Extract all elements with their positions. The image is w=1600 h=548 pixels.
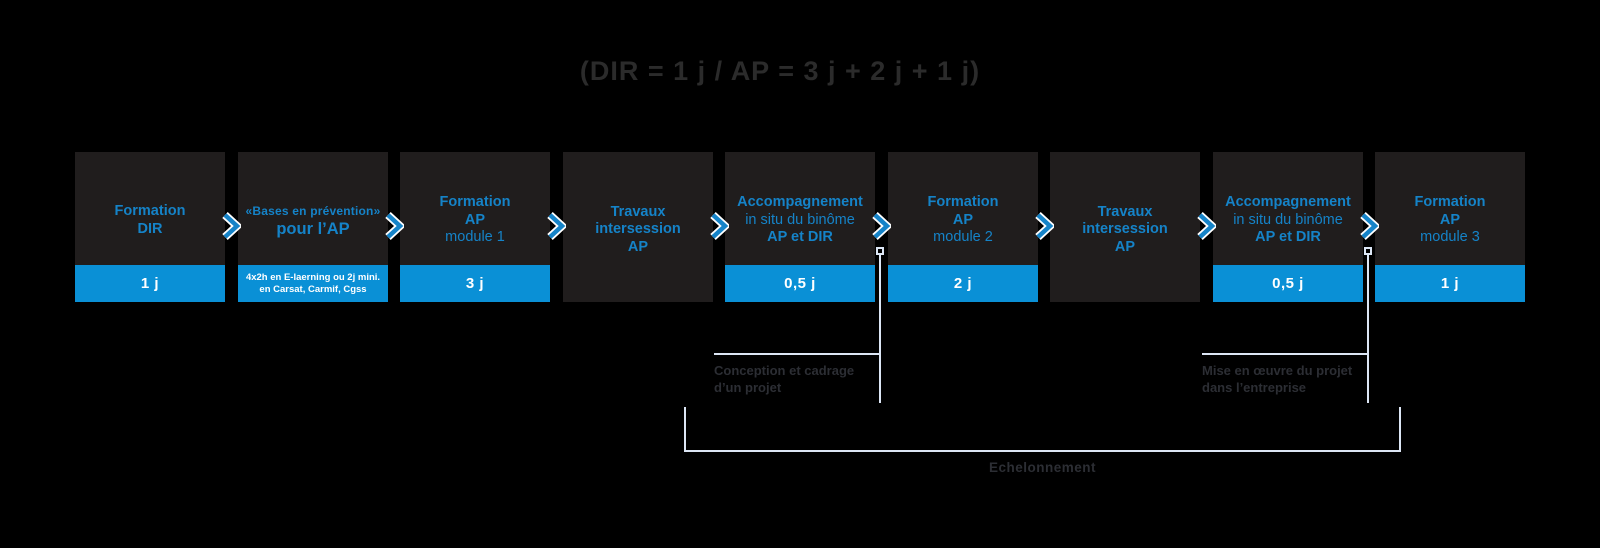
chevron-right-icon [546, 212, 566, 240]
step-title-line: AP et DIR [767, 229, 833, 246]
step-title-line: AP et DIR [1255, 229, 1321, 246]
step-title-line: pour l’AP [276, 219, 350, 238]
connector-square-marker [876, 247, 884, 255]
step-title-line: «Bases en prévention» [245, 204, 381, 218]
step-box-travaux-intersession-1: Travaux intersession AP [563, 152, 713, 302]
bracket-bottom-line [684, 450, 1401, 452]
step-title-line: AP [952, 211, 974, 228]
step-title-line: Travaux [1097, 203, 1153, 220]
step-title: Formation AP module 2 [888, 152, 1038, 265]
step-duration: 2 j [953, 275, 973, 292]
step-duration: 3 j [465, 275, 485, 292]
bracket-right-stub [1399, 407, 1401, 452]
step-title-line: Formation [114, 203, 186, 219]
step-box-travaux-intersession-2: Travaux intersession AP [1050, 152, 1200, 302]
connector-square-marker [1364, 247, 1372, 255]
step-box-bases-prevention: «Bases en prévention» pour l’AP 4x2h en … [238, 152, 388, 302]
step-title: Accompagnement in situ du binôme AP et D… [725, 152, 875, 265]
mise-en-oeuvre-annotation: Mise en œuvre du projet dans l’entrepris… [1202, 362, 1352, 396]
step-title-line: Travaux [610, 203, 666, 220]
step-duration-badge: 1 j [75, 265, 225, 302]
chevron-right-icon [221, 212, 241, 240]
chevron-right-icon [1196, 212, 1216, 240]
step-duration-badge: 1 j [1375, 265, 1525, 302]
step-title-line: AP [627, 238, 649, 255]
step-title-line: Formation [1414, 194, 1486, 211]
step-title: Accompagnement in situ du binôme AP et D… [1213, 152, 1363, 265]
step-title-line: DIR [137, 220, 163, 237]
echelonnement-label: Echelonnement [988, 460, 1097, 475]
step-title-line: in situ du binôme [745, 211, 855, 228]
step-title: Formation AP module 3 [1375, 152, 1525, 265]
step-title: Travaux intersession AP [1050, 152, 1200, 302]
step-title-line: Accompagnement [1225, 194, 1351, 211]
step-title-line: AP [1439, 211, 1461, 228]
conception-label-line [714, 353, 881, 355]
step-duration: 0,5 j [784, 275, 816, 292]
step-duration: 0,5 j [1272, 275, 1304, 292]
step-box-accompagnement-1: Accompagnement in situ du binôme AP et D… [725, 152, 875, 302]
chevron-right-icon [384, 212, 404, 240]
step-duration: 1 j [1440, 275, 1460, 292]
chevron-right-icon [1359, 212, 1379, 240]
step-box-formation-ap-module-3: Formation AP module 3 1 j [1375, 152, 1525, 302]
annotation-line: d’un projet [714, 380, 782, 395]
step-title: «Bases en prévention» pour l’AP [238, 152, 388, 265]
step-title: Travaux intersession AP [563, 152, 713, 302]
step-title: Formation DIR [75, 152, 225, 265]
mise-en-oeuvre-label-line [1202, 353, 1369, 355]
step-title-line: intersession [1082, 221, 1168, 238]
step-footnote-line: 4x2h en E-laerning ou 2j mini. [245, 271, 381, 283]
step-title-line: Formation [927, 194, 999, 211]
step-duration-badge: 0,5 j [1213, 265, 1363, 302]
step-title-line: Accompagnement [737, 194, 863, 211]
step-duration-badge: 2 j [888, 265, 1038, 302]
step-footnote-badge: 4x2h en E-laerning ou 2j mini. en Carsat… [238, 265, 388, 302]
step-footnote-line: en Carsat, Carmif, Cgss [259, 283, 367, 295]
step-title-line: in situ du binôme [1233, 211, 1343, 228]
step-box-formation-dir: Formation DIR 1 j [75, 152, 225, 302]
step-duration-badge: 3 j [400, 265, 550, 302]
chevron-right-icon [709, 212, 729, 240]
step-title-line: module 2 [933, 229, 993, 246]
step-title-line: AP [1114, 238, 1136, 255]
step-title: Formation AP module 1 [400, 152, 550, 265]
step-duration: 1 j [140, 275, 160, 292]
step-box-formation-ap-module-2: Formation AP module 2 2 j [888, 152, 1038, 302]
step-box-formation-ap-module-1: Formation AP module 1 3 j [400, 152, 550, 302]
step-title-line: module 1 [445, 229, 505, 246]
connector-vertical-line [879, 255, 881, 403]
step-duration-badge: 0,5 j [725, 265, 875, 302]
step-title-line: intersession [595, 221, 681, 238]
chevron-right-icon [1034, 212, 1054, 240]
step-title-line: Formation [439, 194, 511, 211]
chevron-right-icon [871, 212, 891, 240]
annotation-line: Conception et cadrage [714, 363, 855, 378]
annotation-line: Mise en œuvre du projet [1202, 363, 1353, 378]
bracket-left-stub [684, 407, 686, 452]
annotation-line: dans l’entreprise [1202, 380, 1307, 395]
page-title: (DIR = 1 j / AP = 3 j + 2 j + 1 j) [579, 56, 981, 86]
step-title-line: module 3 [1420, 229, 1480, 246]
connector-vertical-line [1367, 255, 1369, 403]
step-title-line: AP [464, 211, 486, 228]
conception-annotation: Conception et cadrage d’un projet [714, 362, 854, 396]
step-box-accompagnement-2: Accompagnement in situ du binôme AP et D… [1213, 152, 1363, 302]
